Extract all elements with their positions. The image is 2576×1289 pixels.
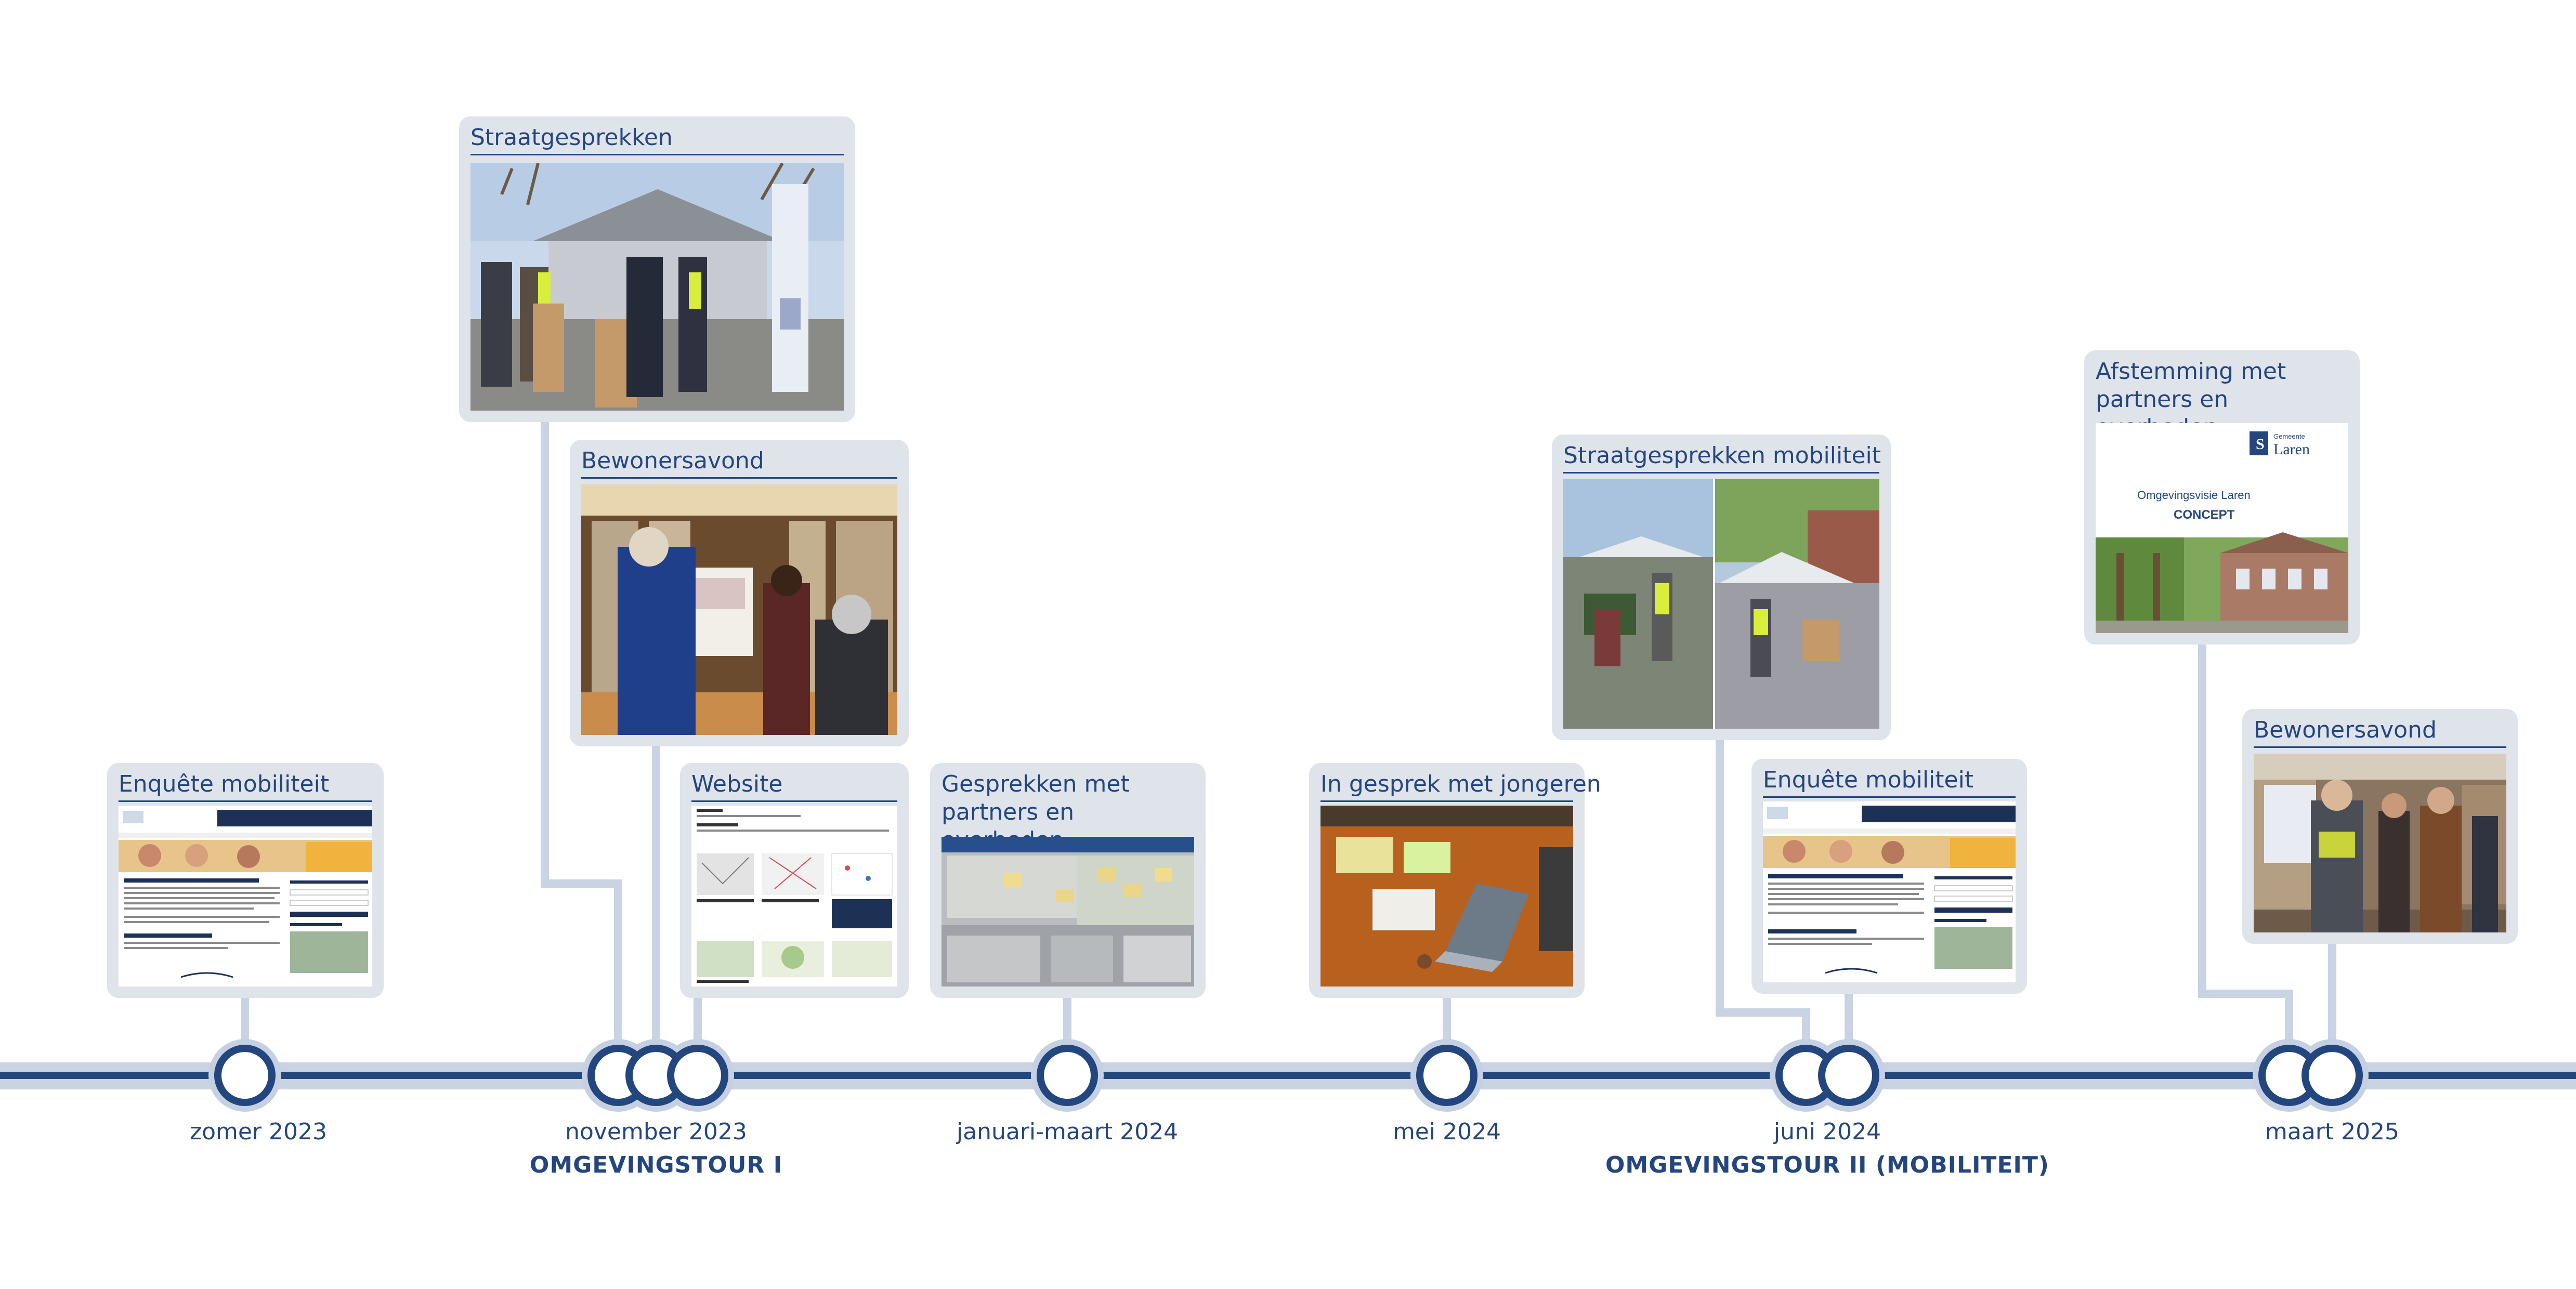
timeline-nodes	[208, 1039, 2369, 1112]
date-juni-2024: juni 2024	[1773, 1119, 1881, 1145]
node-ring	[1818, 1045, 1879, 1106]
connector-afstemming-2025	[2198, 644, 2293, 1075]
card-title: In gesprek met jongeren	[1320, 770, 1601, 802]
cover-org-small: Gemeente	[2273, 432, 2305, 440]
svg-text:S: S	[2256, 436, 2265, 453]
node-ring	[1037, 1045, 1098, 1106]
library-photo-image	[581, 484, 897, 735]
card-straatgesprekken-2023[interactable]: Straatgesprekken	[459, 116, 855, 422]
node-ring	[2302, 1045, 2363, 1106]
cover-status: CONCEPT	[2174, 508, 2235, 522]
phase-omgevingstour-2: OMGEVINGSTOUR II (MOBILITEIT)	[1605, 1152, 2049, 1178]
card-straatgesprekken-mobiliteit-2024[interactable]: Straatgesprekken mobiliteit	[1552, 435, 1891, 740]
node-ring	[667, 1045, 728, 1106]
date-maart-2025: maart 2025	[2265, 1119, 2400, 1145]
street-tent-photo-image	[470, 163, 844, 411]
concept-cover-image: S Gemeente Laren Omgevingsvisie Laren CO…	[2096, 423, 2348, 633]
card-title: Enquête mobiliteit	[119, 770, 372, 802]
card-gesprekken-partners-2024[interactable]: Gesprekken met partners en overheden	[930, 763, 1206, 998]
phase-omgevingstour-1: OMGEVINGSTOUR I	[529, 1152, 783, 1178]
card-enquete-mobiliteit-2024[interactable]: Enquête mobiliteit	[1751, 759, 2027, 994]
card-bewonersavond-2023[interactable]: Bewonersavond	[570, 440, 909, 746]
timeline-axis	[0, 1062, 2576, 1089]
map-notes-photo-image	[942, 837, 1194, 987]
card-enquete-mobiliteit-2023[interactable]: Enquête mobiliteit	[107, 763, 384, 998]
date-januari-maart-2024: januari-maart 2024	[956, 1119, 1179, 1145]
card-title: Straatgesprekken	[470, 124, 844, 155]
street-collage-photo-image	[1563, 479, 1879, 729]
card-bewonersavond-2025[interactable]: Bewonersavond	[2242, 709, 2518, 944]
gemeente-logo-icon	[2250, 431, 2268, 455]
cover-doc-title: Omgevingsvisie Laren	[2137, 489, 2251, 502]
node-ring	[1416, 1045, 1477, 1106]
date-zomer-2023: zomer 2023	[190, 1119, 327, 1145]
card-title: Enquête mobiliteit	[1763, 766, 2016, 798]
website-screenshot-image	[1763, 801, 2016, 982]
card-title: Bewonersavond	[2254, 716, 2506, 748]
card-website-2023[interactable]: Website	[680, 763, 909, 998]
card-title: Straatgesprekken mobiliteit	[1563, 442, 1881, 473]
cover-org: Laren	[2273, 441, 2310, 458]
axis-line	[0, 1072, 2576, 1079]
card-jongeren-2024[interactable]: In gesprek met jongeren	[1309, 763, 1601, 998]
date-mei-2024: mei 2024	[1392, 1119, 1501, 1145]
node-ring	[214, 1045, 276, 1106]
connector-lines	[241, 422, 2336, 1075]
library-people-photo-image	[2254, 754, 2506, 932]
website-screenshot-image	[119, 806, 372, 987]
card-title: Bewonersavond	[581, 447, 897, 479]
website-maps-screenshot-image	[691, 806, 897, 987]
card-afstemming-2025[interactable]: Afstemming met partners en overheden S G…	[2084, 350, 2360, 644]
connector-straatgesprekken-2023	[541, 422, 622, 1075]
date-november-2023: november 2023	[565, 1119, 747, 1145]
card-title: Website	[691, 770, 897, 802]
laptop-table-photo-image	[1320, 806, 1573, 987]
